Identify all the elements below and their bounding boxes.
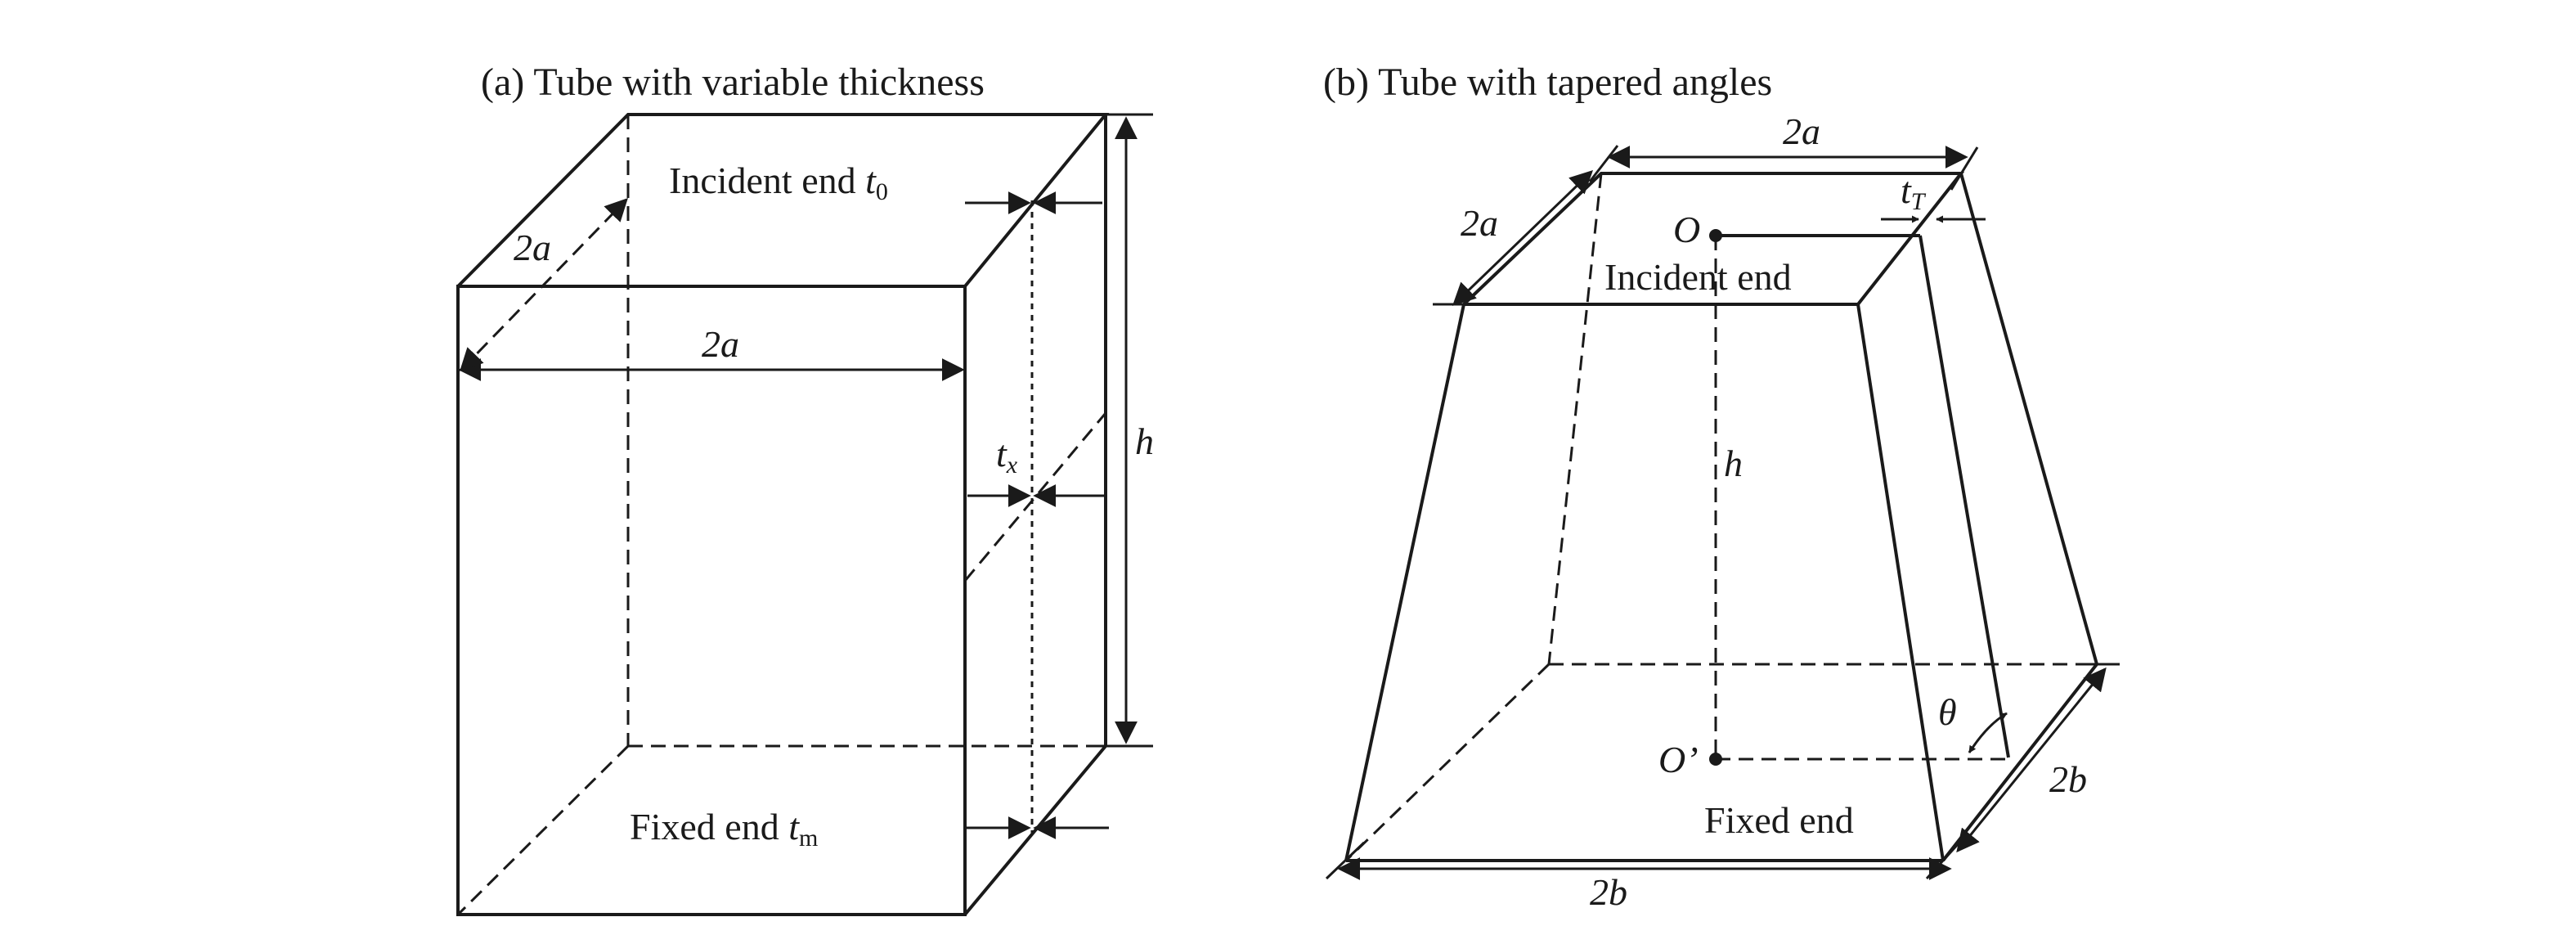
panel-b: (b) Tube with tapered angles O O’ h 2a [1323, 61, 2120, 913]
top-width-label: 2a [1783, 110, 1820, 152]
right-back-edge-b [1959, 173, 2098, 665]
width-label-a: 2a [702, 323, 739, 365]
fixed-end-label-b: Fixed end [1704, 799, 1854, 841]
bottom-depth-dimension-arrow [1956, 667, 2107, 853]
height-label-b: h [1724, 443, 1743, 484]
panel-a-caption: (a) Tube with variable thickness [481, 61, 985, 104]
diagonal-dashed-line [963, 412, 1107, 582]
top-width-ext-left [1588, 145, 1619, 182]
hidden-bottom-left-b [1344, 663, 1551, 862]
center-top-label: O [1673, 209, 1700, 250]
right-front-edge [1856, 303, 1945, 861]
bottom-depth-label: 2b [2049, 758, 2087, 800]
top-depth-dimension-arrow [1452, 170, 1594, 306]
mid-thickness-label: tx [996, 433, 1018, 479]
top-width-ext-right [1950, 146, 1979, 191]
bottom-right-edge [963, 744, 1107, 916]
incident-end-label-a: Incident end t0 [669, 160, 888, 205]
depth-dimension-arrow [460, 197, 628, 372]
center-point-top [1709, 229, 1722, 242]
front-face [456, 285, 967, 916]
panel-a: (a) Tube with variable thickness h 2a 2a… [456, 61, 1154, 916]
inner-thickness-edge [1919, 235, 2010, 758]
thickness-label-b: tT [1901, 169, 1927, 215]
hidden-back-left-edge [1547, 173, 1603, 665]
top-depth-label: 2a [1461, 202, 1498, 244]
depth-label-a: 2a [514, 227, 551, 268]
center-bottom-label: O’ [1658, 739, 1699, 780]
angle-label: θ [1938, 691, 1957, 733]
panel-b-caption: (b) Tube with tapered angles [1323, 61, 1772, 104]
hidden-bottom-left-edge [456, 744, 630, 916]
incident-end-label-b: Incident end [1604, 256, 1792, 298]
height-label-a: h [1135, 420, 1154, 462]
left-front-edge [1344, 303, 1465, 861]
bottom-width-label: 2b [1590, 871, 1627, 913]
center-point-bottom [1709, 753, 1722, 766]
fixed-end-label-a: Fixed end tm [630, 806, 818, 852]
